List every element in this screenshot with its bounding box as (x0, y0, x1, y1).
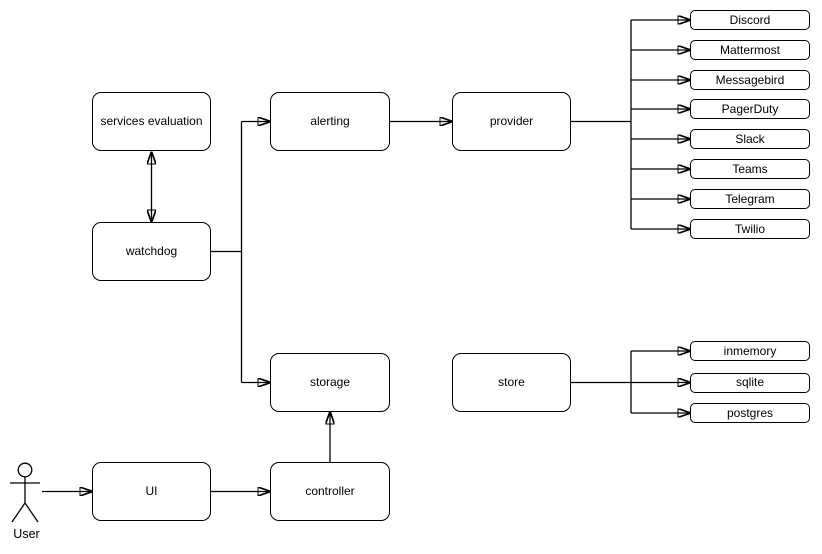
node-provider-pagerduty: PagerDuty (690, 99, 810, 119)
node-services-evaluation: services evaluation (92, 92, 211, 151)
node-provider-teams: Teams (690, 159, 810, 179)
user-actor-icon (10, 462, 40, 523)
node-provider: provider (452, 92, 571, 151)
node-provider-messagebird: Messagebird (690, 70, 810, 90)
node-store-sqlite: sqlite (690, 372, 810, 393)
node-provider-slack: Slack (690, 129, 810, 149)
node-provider-twilio: Twilio (690, 219, 810, 239)
user-actor-label: User (13, 527, 40, 541)
node-storage: storage (270, 353, 390, 412)
node-store-inmemory: inmemory (690, 341, 810, 361)
node-controller: controller (270, 462, 390, 521)
node-provider-mattermost: Mattermost (690, 40, 810, 60)
node-watchdog: watchdog (92, 222, 211, 281)
node-store: store (452, 353, 571, 412)
node-store-postgres: postgres (690, 403, 810, 423)
node-ui: UI (92, 462, 211, 521)
node-provider-telegram: Telegram (690, 189, 810, 209)
node-alerting: alerting (270, 92, 390, 151)
node-provider-discord: Discord (690, 10, 810, 30)
